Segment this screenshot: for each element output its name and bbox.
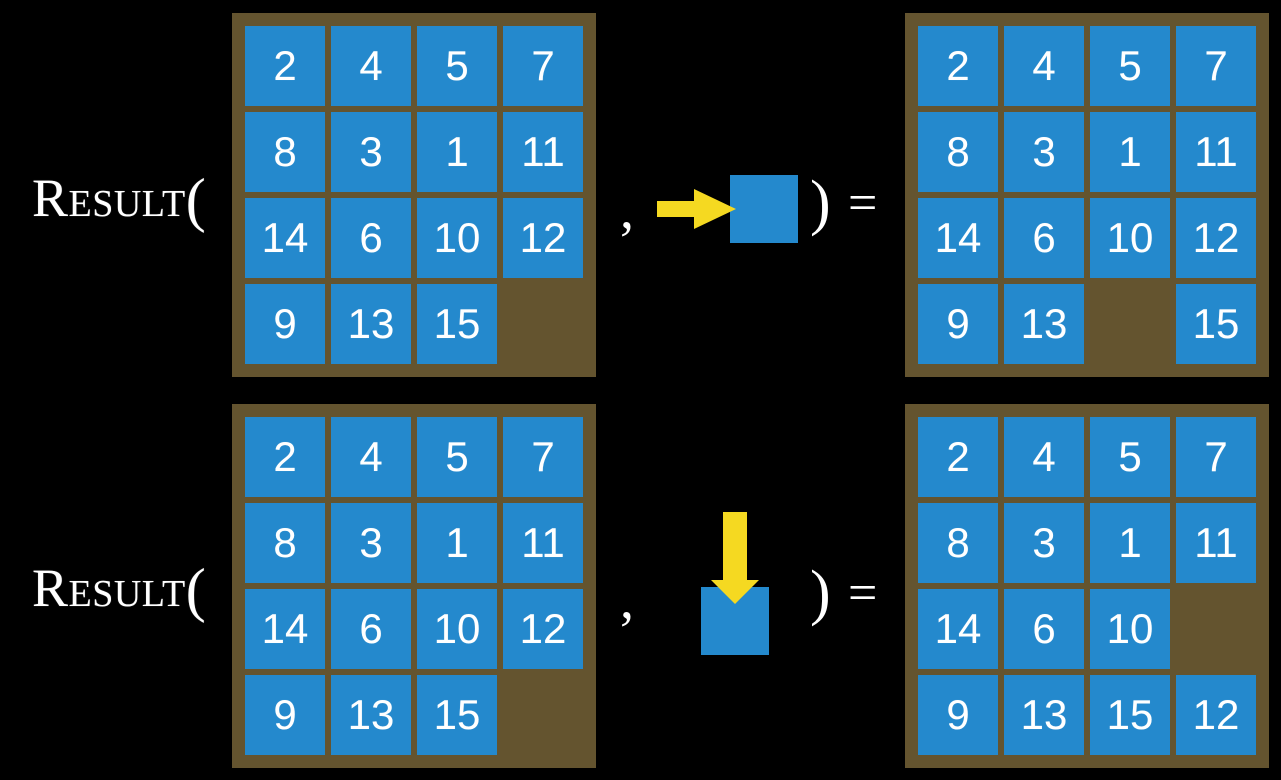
result-label-bottom: Result(	[32, 560, 206, 620]
tile[interactable]: 12	[1176, 675, 1256, 755]
action-move-right[interactable]	[650, 165, 810, 255]
tile[interactable]: 8	[918, 503, 998, 583]
tile[interactable]: 14	[918, 589, 998, 669]
tile[interactable]: 6	[1004, 589, 1084, 669]
blank-cell	[503, 284, 583, 364]
arrow-right-icon	[657, 189, 736, 229]
tile[interactable]: 13	[1004, 675, 1084, 755]
tile[interactable]: 7	[503, 26, 583, 106]
tile[interactable]: 6	[1004, 198, 1084, 278]
tile[interactable]: 9	[918, 675, 998, 755]
tile[interactable]: 10	[417, 589, 497, 669]
blank-cell	[1176, 589, 1256, 669]
tile[interactable]: 7	[503, 417, 583, 497]
comma-bottom: ,	[620, 569, 634, 631]
tile[interactable]: 15	[417, 284, 497, 364]
tile[interactable]: 9	[918, 284, 998, 364]
tile[interactable]: 8	[245, 503, 325, 583]
tile[interactable]: 10	[1090, 198, 1170, 278]
action-tile-right	[730, 175, 798, 243]
tile[interactable]: 9	[245, 675, 325, 755]
tile[interactable]: 8	[245, 112, 325, 192]
tile[interactable]: 15	[1090, 675, 1170, 755]
blank-cell	[503, 675, 583, 755]
tile[interactable]: 11	[1176, 112, 1256, 192]
open-paren-bottom: (	[185, 557, 207, 623]
equals-sign-bottom: =	[848, 565, 878, 622]
tile[interactable]: 5	[1090, 417, 1170, 497]
tile[interactable]: 4	[1004, 417, 1084, 497]
tile[interactable]: 3	[331, 112, 411, 192]
tile[interactable]: 3	[1004, 503, 1084, 583]
tile[interactable]: 15	[417, 675, 497, 755]
close-paren-bottom: )	[810, 559, 831, 627]
tile[interactable]: 14	[245, 589, 325, 669]
tile[interactable]: 13	[331, 284, 411, 364]
tile[interactable]: 7	[1176, 26, 1256, 106]
result-label-top: Result(	[32, 170, 206, 230]
action-move-down[interactable]	[690, 505, 790, 665]
tile[interactable]: 1	[417, 112, 497, 192]
output-board-bottom[interactable]: 2 4 5 7 8 3 1 11 14 6 10 9 13 15 12	[905, 404, 1269, 768]
tile[interactable]: 6	[331, 589, 411, 669]
tile[interactable]: 14	[245, 198, 325, 278]
comma-top: ,	[620, 179, 634, 241]
tile[interactable]: 12	[503, 198, 583, 278]
input-board-bottom[interactable]: 2 4 5 7 8 3 1 11 14 6 10 12 9 13 15	[232, 404, 596, 768]
tile[interactable]: 8	[918, 112, 998, 192]
tile[interactable]: 4	[331, 417, 411, 497]
equals-sign-top: =	[848, 175, 878, 232]
tile[interactable]: 9	[245, 284, 325, 364]
input-board-top[interactable]: 2 4 5 7 8 3 1 11 14 6 10 12 9 13 15	[232, 13, 596, 377]
tile[interactable]: 2	[918, 26, 998, 106]
close-paren-top: )	[810, 169, 831, 237]
tile[interactable]: 7	[1176, 417, 1256, 497]
blank-cell	[1090, 284, 1170, 364]
result-word-top: Result	[32, 168, 186, 228]
output-board-top[interactable]: 2 4 5 7 8 3 1 11 14 6 10 12 9 13 15	[905, 13, 1269, 377]
tile[interactable]: 2	[245, 26, 325, 106]
tile[interactable]: 3	[1004, 112, 1084, 192]
tile[interactable]: 1	[417, 503, 497, 583]
tile[interactable]: 5	[417, 26, 497, 106]
tile[interactable]: 4	[1004, 26, 1084, 106]
tile[interactable]: 11	[503, 503, 583, 583]
tile[interactable]: 2	[245, 417, 325, 497]
tile[interactable]: 1	[1090, 112, 1170, 192]
tile[interactable]: 12	[503, 589, 583, 669]
tile[interactable]: 11	[503, 112, 583, 192]
tile[interactable]: 5	[1090, 26, 1170, 106]
tile[interactable]: 15	[1176, 284, 1256, 364]
tile[interactable]: 2	[918, 417, 998, 497]
open-paren-top: (	[185, 167, 207, 233]
result-word-bottom: Result	[32, 558, 186, 618]
tile[interactable]: 6	[331, 198, 411, 278]
tile[interactable]: 12	[1176, 198, 1256, 278]
tile[interactable]: 3	[331, 503, 411, 583]
tile[interactable]: 5	[417, 417, 497, 497]
tile[interactable]: 10	[417, 198, 497, 278]
tile[interactable]: 11	[1176, 503, 1256, 583]
arrow-down-icon	[711, 512, 759, 604]
tile[interactable]: 13	[1004, 284, 1084, 364]
tile[interactable]: 1	[1090, 503, 1170, 583]
tile[interactable]: 4	[331, 26, 411, 106]
tile[interactable]: 10	[1090, 589, 1170, 669]
tile[interactable]: 14	[918, 198, 998, 278]
tile[interactable]: 13	[331, 675, 411, 755]
